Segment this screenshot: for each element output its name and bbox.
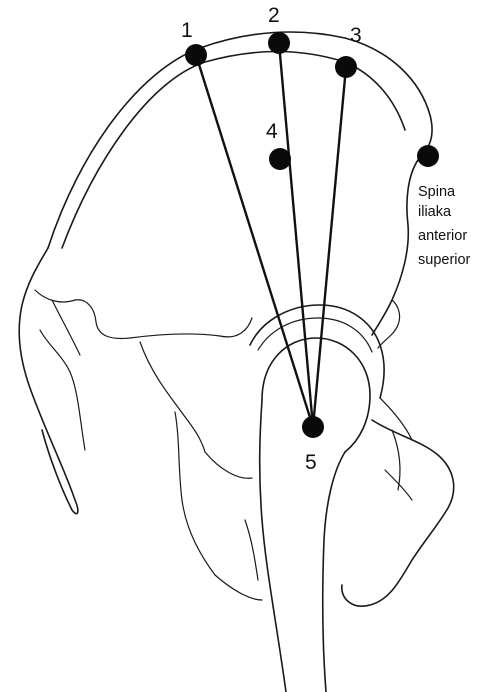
point-4-label: 4 bbox=[266, 120, 278, 143]
point-5-marker bbox=[302, 416, 324, 438]
asis-label-line-4: superior bbox=[418, 252, 471, 268]
point-2-label: 2 bbox=[268, 4, 280, 27]
asis-label: Spina iliaka anterior superior bbox=[418, 184, 471, 268]
ilium-outline bbox=[19, 32, 454, 692]
point-4-marker bbox=[269, 148, 291, 170]
landmark-points bbox=[185, 32, 439, 438]
measurement-rays bbox=[196, 43, 346, 427]
asis-label-line-2: iliaka bbox=[418, 204, 452, 220]
point-3-marker bbox=[335, 56, 357, 78]
point-3-label: 3 bbox=[350, 24, 362, 47]
point-2-marker bbox=[268, 32, 290, 54]
asis-label-line-1: Spina bbox=[418, 184, 456, 200]
point-1-label: 1 bbox=[181, 19, 193, 42]
asis-label-line-3: anterior bbox=[418, 228, 467, 244]
asis-marker bbox=[417, 145, 439, 167]
point-5-label: 5 bbox=[305, 451, 317, 474]
point-labels: 1 2 3 4 5 bbox=[181, 4, 362, 474]
point-1-marker bbox=[185, 44, 207, 66]
ray-3-5 bbox=[313, 67, 346, 427]
